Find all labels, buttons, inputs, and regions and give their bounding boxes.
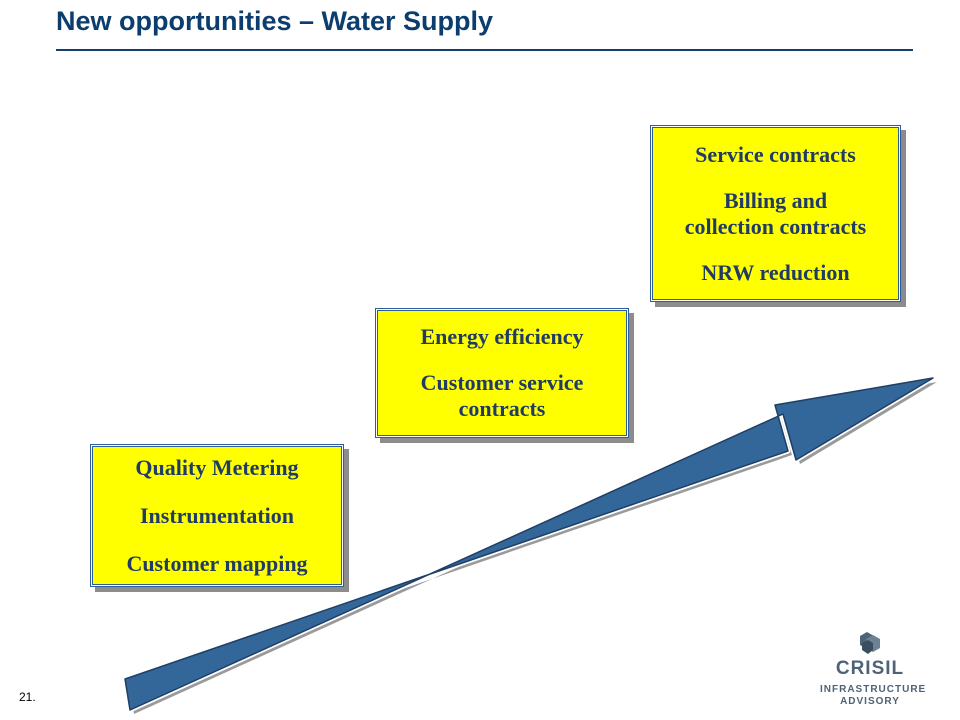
box-line: contracts [458, 396, 546, 421]
box-line: Customer service [420, 370, 584, 395]
opportunity-box-stage-3: Service contracts Billing and collection… [652, 127, 899, 300]
box-line: NRW reduction [701, 259, 850, 285]
box-line: Customer mapping [126, 550, 308, 576]
box-line: Billing and [723, 187, 828, 213]
box-line: collection contracts [684, 213, 867, 239]
slide-title: New opportunities – Water Supply [56, 6, 494, 36]
page-number: 21. [19, 690, 36, 704]
opportunity-box-stage-1: Quality Metering Instrumentation Custome… [92, 446, 342, 585]
crisil-logo: CRISIL INFRASTRUCTURE ADVISORY [820, 632, 927, 712]
title-underline [56, 49, 913, 51]
opportunity-box-stage-2: Energy efficiency Customer service contr… [377, 310, 627, 436]
crisil-logo-icon [860, 632, 880, 654]
logo-brand: CRISIL [835, 658, 905, 679]
box-line: Energy efficiency [420, 324, 584, 349]
logo-tagline-1: INFRASTRUCTURE [820, 684, 927, 695]
box-line: Quality Metering [135, 454, 299, 480]
box-line: Instrumentation [139, 502, 294, 528]
box-line: Service contracts [695, 141, 856, 167]
logo-tagline-2: ADVISORY [840, 696, 900, 707]
